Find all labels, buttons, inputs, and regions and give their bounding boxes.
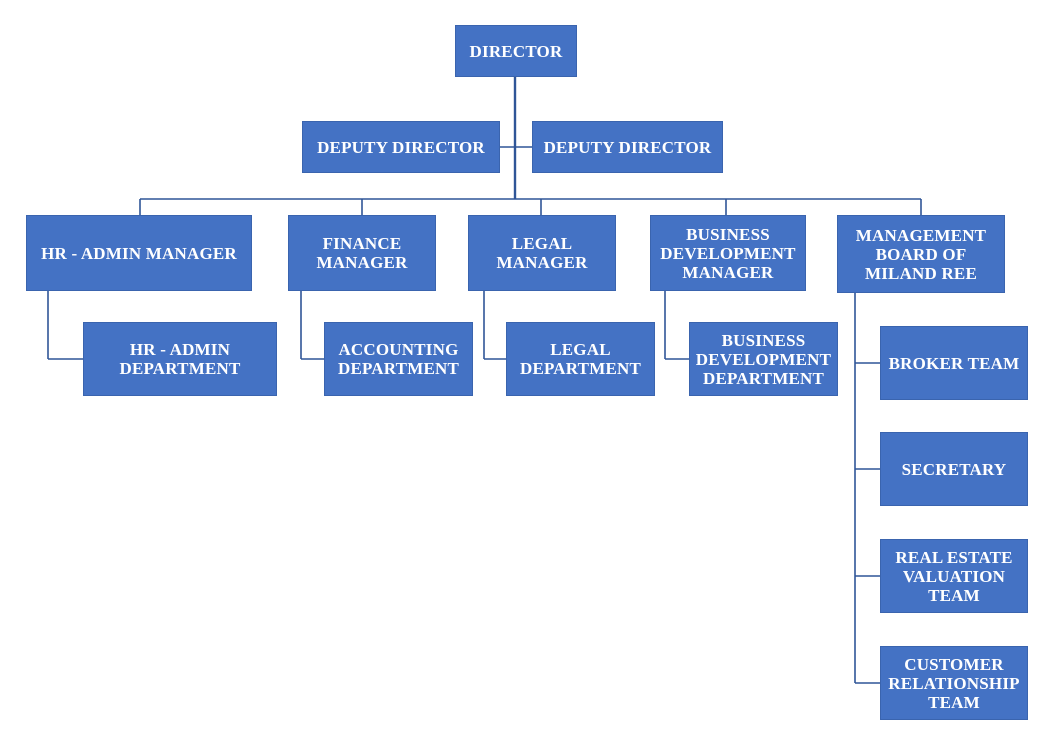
finance-manager-box: FINANCE MANAGER <box>288 215 436 291</box>
management-board-box: MANAGEMENT BOARD OF MILAND REE <box>837 215 1005 293</box>
broker-team-box: BROKER TEAM <box>880 326 1028 400</box>
accounting-department-box: ACCOUNTING DEPARTMENT <box>324 322 473 396</box>
deputy-director-left-box: DEPUTY DIRECTOR <box>302 121 500 173</box>
deputy-director-right-box: DEPUTY DIRECTOR <box>532 121 723 173</box>
hr-admin-manager-box: HR - ADMIN MANAGER <box>26 215 252 291</box>
real-estate-valuation-team-box: REAL ESTATE VALUATION TEAM <box>880 539 1028 613</box>
business-development-department-box: BUSINESS DEVELOPMENT DEPARTMENT <box>689 322 838 396</box>
legal-department-box: LEGAL DEPARTMENT <box>506 322 655 396</box>
customer-relationship-team-box: CUSTOMER RELATIONSHIP TEAM <box>880 646 1028 720</box>
hr-admin-department-box: HR - ADMIN DEPARTMENT <box>83 322 277 396</box>
secretary-box: SECRETARY <box>880 432 1028 506</box>
business-development-manager-box: BUSINESS DEVELOPMENT MANAGER <box>650 215 806 291</box>
legal-manager-box: LEGAL MANAGER <box>468 215 616 291</box>
director-box: DIRECTOR <box>455 25 577 77</box>
